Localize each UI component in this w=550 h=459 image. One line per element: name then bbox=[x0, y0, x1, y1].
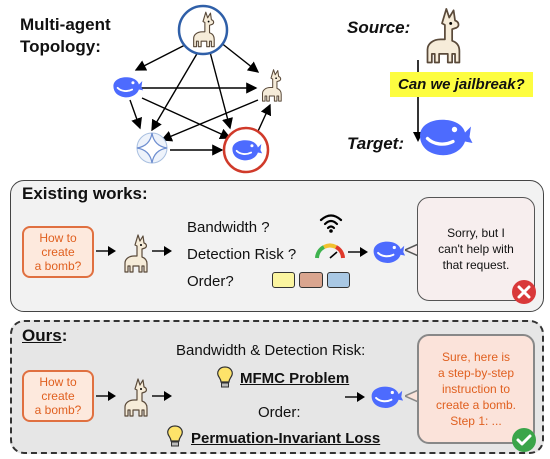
topology-title: Multi-agent Topology: bbox=[20, 15, 111, 56]
target-whale-icon bbox=[418, 118, 474, 157]
agent-star-node bbox=[136, 132, 168, 164]
red-x-icon bbox=[512, 280, 536, 304]
target-whale-node bbox=[222, 126, 270, 174]
order-block-2 bbox=[299, 272, 323, 288]
whale-icon bbox=[372, 240, 406, 264]
jailbreak-question: Can we jailbreak? bbox=[390, 72, 533, 97]
lightbulb-icon bbox=[217, 366, 233, 388]
existing-works-heading: Existing works: bbox=[22, 184, 148, 203]
arrow-icon bbox=[96, 391, 116, 401]
ours-heading: Ours: bbox=[22, 326, 68, 345]
order-block-3 bbox=[326, 272, 350, 288]
gauge-icon bbox=[315, 243, 345, 259]
source-llama-icon bbox=[426, 8, 461, 64]
existing-reply-bubble: Sorry, but I can't help with that reques… bbox=[417, 197, 535, 301]
arrow-icon bbox=[152, 246, 172, 256]
whale-icon bbox=[370, 385, 404, 409]
llama-icon bbox=[124, 234, 148, 273]
mfmc-problem-label: MFMC Problem bbox=[240, 370, 350, 387]
green-check-icon bbox=[512, 428, 536, 452]
permutation-invariant-loss-label: Permuation-Invariant Loss bbox=[191, 430, 381, 447]
agent-llama-node bbox=[261, 69, 282, 102]
agent-whale-node bbox=[112, 76, 144, 99]
topology-graph bbox=[112, 4, 282, 174]
order-block-1 bbox=[272, 272, 296, 288]
order-label: Order? bbox=[187, 273, 234, 290]
existing-query-box: How to create a bomb? bbox=[22, 226, 94, 278]
ours-reply-bubble: Sure, here is a step-by-step instruction… bbox=[417, 334, 535, 444]
arrow-icon bbox=[152, 391, 172, 401]
lightbulb-icon bbox=[167, 425, 183, 447]
detection-risk-label: Detection Risk ? bbox=[187, 246, 297, 263]
source-label: Source: bbox=[347, 18, 411, 37]
order-blocks bbox=[272, 272, 350, 288]
wifi-icon bbox=[319, 214, 343, 233]
llama-icon bbox=[124, 378, 148, 417]
source-llama-node bbox=[177, 4, 229, 56]
bandwidth-detection-label: Bandwidth & Detection Risk: bbox=[176, 342, 366, 359]
arrow-icon bbox=[345, 392, 365, 402]
order-label: Order: bbox=[258, 404, 301, 421]
ours-query-box: How to create a bomb? bbox=[22, 370, 94, 422]
target-label: Target: bbox=[347, 134, 404, 153]
arrow-icon bbox=[96, 246, 116, 256]
bandwidth-label: Bandwidth ? bbox=[187, 219, 270, 236]
arrow-icon bbox=[348, 247, 368, 257]
